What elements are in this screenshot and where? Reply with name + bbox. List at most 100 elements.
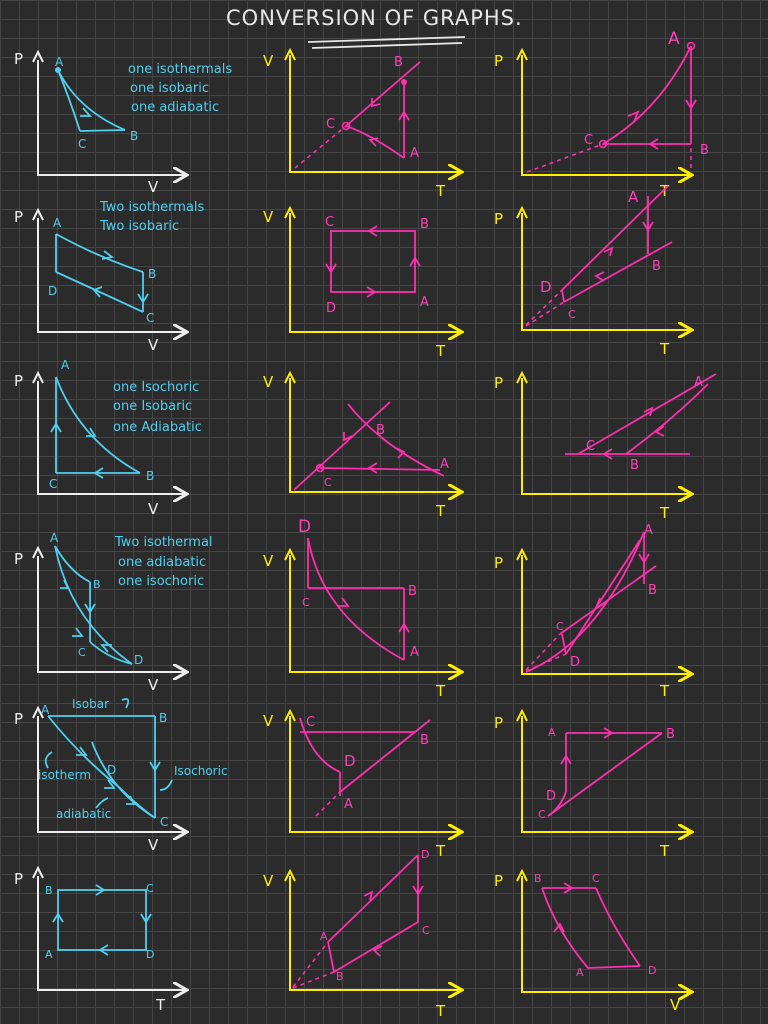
row-1-vt-point-b (401, 79, 407, 85)
row-5-vt-y-arrow (284, 708, 296, 722)
row-1-vt-axes (289, 55, 460, 172)
row-3-pt-arrow-2 (654, 425, 665, 437)
row-3-vt-label-b: B (376, 423, 385, 438)
row-6-right-line-da (587, 965, 641, 969)
row-2-note-2: Two isobaric (99, 219, 179, 234)
row-2-pt-line-2 (563, 241, 673, 303)
row-4-pt-arrow-1 (638, 553, 650, 564)
row-1-pv-point-a (55, 67, 61, 73)
row-2-pv-label-c: C (146, 311, 154, 325)
row-4-pv-y-arrow (32, 545, 44, 559)
row-1-pv-label-b: B (130, 129, 138, 143)
row-6-left-label-c: C (146, 882, 154, 895)
row-4-pv-label-a: A (50, 531, 59, 545)
row-4-pv-label-b: B (93, 578, 101, 591)
row-2-pv-arrow-2 (137, 293, 149, 304)
row-5-annotation-isobar: Isobar (72, 697, 109, 711)
row-5-pv-label-b: B (159, 711, 167, 725)
row-1-pt-label-c: C (584, 133, 593, 148)
row-4-note-1: Two isothermal (114, 535, 213, 550)
row-5-pv-label-c: C (160, 815, 168, 829)
row-4-pv-arrow-2 (84, 603, 96, 614)
row-6-left-axes (37, 876, 185, 990)
row-1-pt-point-c (598, 139, 608, 149)
row-2-pt-arrow-1 (642, 221, 654, 232)
row-4-pt-graph: P T A B C D (494, 523, 690, 700)
row-1-vt-graph: V T B C A (263, 47, 460, 200)
row-4-note-3: one isochoric (118, 574, 204, 589)
row-3-pv-arrow-3 (93, 467, 104, 479)
row-2-pt-graph: P T A B C D (494, 185, 690, 358)
row-3-vt-graph: V T B A C (263, 370, 460, 520)
row-5-vt-line-ab (339, 719, 431, 793)
row-4-pv-graph: P V A B C D Two isothermal one adiabatic… (14, 531, 213, 694)
row-6-vt-line-ab (327, 941, 335, 973)
row-5-vt-label-b: B (420, 733, 429, 748)
row-2: P V A B C D Two isothermals Two isobaric… (14, 185, 690, 360)
row-5-pv-curve-ad (47, 715, 121, 789)
row-6-right-arrow-2 (553, 922, 565, 933)
row-1-note-1: one isothermals (128, 62, 232, 77)
row-1-vt-y-label: V (263, 52, 274, 70)
row-6-left-y-arrow (32, 865, 44, 879)
row-5-annotation-isotherm: isotherm (38, 768, 91, 782)
row-3-pv-label-c: C (49, 477, 57, 491)
row-3-pt-arrow-3 (602, 448, 613, 460)
row-4-pt-curve-cd (525, 531, 645, 673)
row-3-pv-curve-ab (55, 376, 141, 474)
row-5-pv-arrow-3 (104, 779, 116, 789)
row-1: P V A B C one isothermals one isobaric o… (14, 29, 709, 200)
row-6-left-arrow-1 (52, 912, 64, 923)
row-2-vt-label-d: D (326, 301, 336, 316)
row-4-pv-x-label: V (148, 676, 159, 694)
row-2-pt-arrow-3 (594, 271, 605, 282)
row-5-pt-y-arrow (516, 708, 528, 722)
row-4-vt-y-label: V (263, 552, 274, 570)
row-2-pt-y-label: P (494, 210, 503, 228)
row-2-pt-arrow-2 (603, 246, 614, 257)
row-4-pv-arrow-4 (100, 644, 112, 653)
row-6-vt-dash-1 (292, 941, 329, 988)
row-1-note-3: one adiabatic (131, 100, 219, 115)
row-2-vt-arrow-4 (325, 263, 337, 274)
row-6-left-cycle (57, 889, 147, 951)
row-1-pv-line-bc (79, 129, 126, 132)
row-6-right-y-arrow (516, 868, 528, 882)
row-4-pv-curve-ad (54, 545, 133, 665)
row-2-pt-dash-1 (525, 289, 563, 326)
row-2-pv-arrow-1 (101, 250, 115, 260)
row-2-vt-label-a: A (420, 295, 429, 310)
row-5-vt-curve-cd (299, 717, 341, 773)
row-3-pv-axes (37, 381, 185, 494)
row-5-vt-label-a: A (344, 797, 353, 812)
row-4-pt-axes (521, 555, 690, 674)
row-1-vt-arrow-3 (368, 137, 379, 147)
row-2-pv-x-label: V (148, 336, 159, 354)
row-4-pv-axes (37, 556, 185, 672)
row-4-pt-label-a: A (644, 523, 653, 538)
row-5-pv-arrow-2 (76, 746, 88, 756)
row-3-pt-label-c: C (586, 439, 595, 454)
row-5-pv-arrow-4 (126, 795, 136, 805)
row-5-pt-label-c: C (538, 808, 546, 821)
row-6-vt-x-label: T (435, 1002, 446, 1020)
row-2-vt-arrow-2 (409, 256, 421, 267)
row-4-vt-x-label: T (435, 682, 446, 700)
row-5-pv-curve-iso (119, 787, 156, 819)
row-1-pt-y-label: P (494, 52, 503, 70)
row-6-right-arrow-1 (563, 882, 574, 894)
row-6-right-y-label: P (494, 872, 503, 890)
row-1-pv-x-label: V (148, 178, 159, 196)
row-5-vt-axes (289, 716, 460, 832)
row-5-vt-y-label: V (263, 712, 274, 730)
row-3-pt-y-label: P (494, 374, 503, 392)
row-1-pt-arrow-2 (648, 138, 659, 150)
row-6-right-x-label: V (670, 996, 681, 1014)
row-4-pt-line-2 (565, 539, 641, 655)
row-6-vt-arrow-1 (363, 890, 374, 901)
row-6-left-arrow-2 (95, 884, 106, 896)
row-3-pv-x-label: V (148, 500, 159, 518)
row-1-pt-label-b: B (700, 143, 709, 158)
row-1-pt-curve-ca (602, 45, 692, 145)
row-6-right-curve-ab (541, 887, 589, 969)
